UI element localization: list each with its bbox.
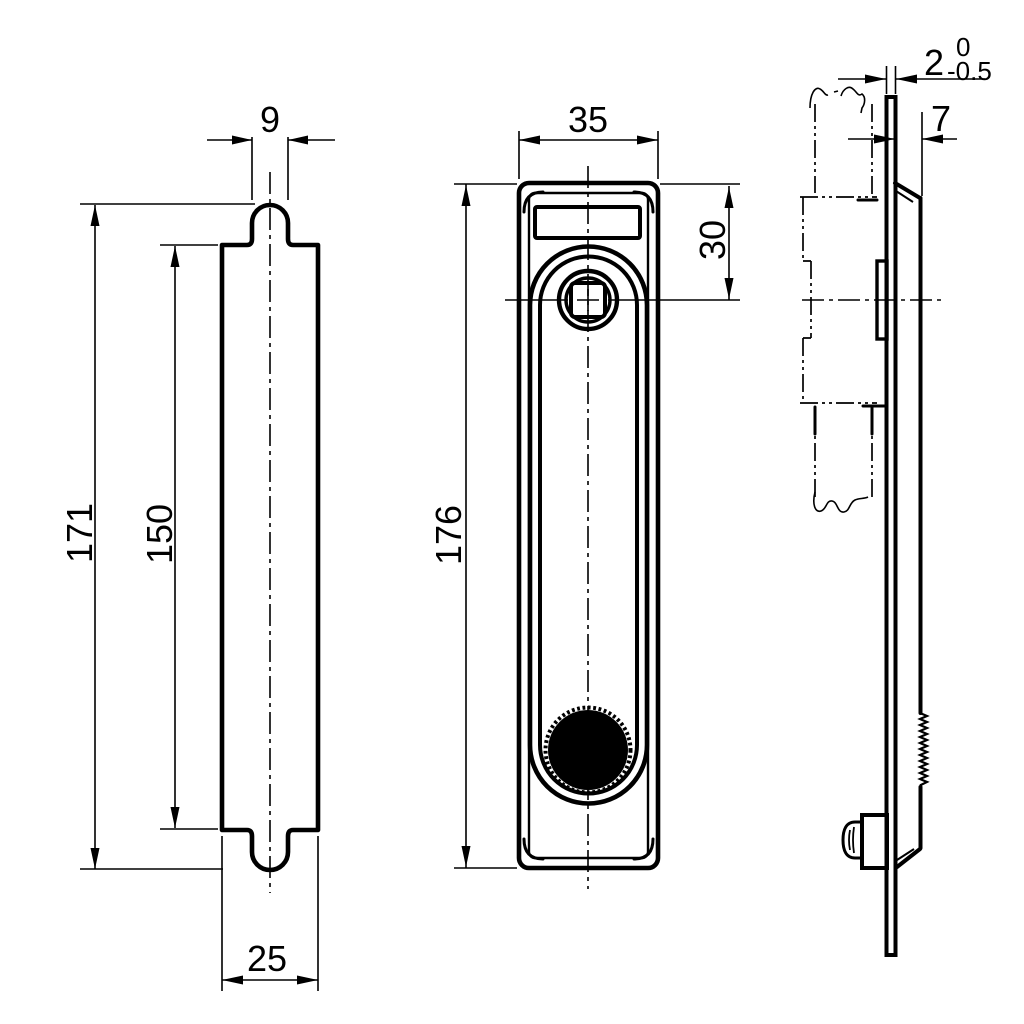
dim-171-label: 171	[59, 503, 100, 563]
dim-25-arrowheads	[222, 975, 318, 985]
faceplate-corner-bezels	[522, 190, 655, 861]
dim-176-lines	[454, 183, 517, 869]
clamp-screw-head-detail	[848, 826, 855, 854]
door-break-line-bottom	[813, 491, 869, 513]
locking-bar-side	[884, 95, 898, 957]
dim-171-lines	[80, 203, 255, 870]
dim-faceplate-width: 35	[518, 99, 659, 179]
spindle-boss-outer	[556, 268, 620, 332]
knurled-knob-serration	[543, 705, 633, 795]
square-hole-center-cross	[577, 289, 599, 311]
dim-faceplate-length: 176	[428, 183, 517, 869]
dim-spindle-offset: 30	[660, 183, 740, 300]
knurled-knob	[548, 710, 628, 790]
spindle-bushing	[875, 259, 889, 341]
dim-35-lines	[518, 131, 659, 179]
bar-profile-outline	[219, 202, 321, 873]
door-break-line-top	[809, 86, 866, 114]
dim-2-lines	[838, 66, 985, 94]
dim-tongue-width: 9	[207, 99, 335, 200]
dim-bar-width: 25	[221, 836, 319, 991]
dim-housing-depth: 7	[848, 98, 957, 196]
square-spindle-hole	[569, 281, 607, 319]
dim-9-lines	[207, 137, 335, 200]
faceplate-housing-side	[893, 181, 930, 869]
clamp-screw-head	[841, 820, 864, 860]
dim-9-arrowheads	[232, 135, 308, 145]
dim-35-label: 35	[568, 99, 608, 140]
dim-body-length: 150	[139, 244, 218, 830]
clamp-bracket	[860, 813, 889, 870]
dim-150-lines	[160, 244, 218, 830]
dim-2-label: 2	[924, 42, 944, 83]
dim-30-label: 30	[692, 220, 733, 260]
left-view-locking-bar: 9 171 150 25	[59, 99, 335, 991]
slot-inner-outline	[538, 254, 639, 796]
dim-bar-thickness: 2 0 -0.5	[838, 32, 992, 94]
knob-knurl-side-profile	[917, 711, 930, 787]
housing-top-chamfer	[893, 181, 922, 200]
dim-7-label: 7	[931, 98, 951, 139]
clamp-screw-assembly	[841, 813, 889, 870]
slot-outer-outline	[527, 244, 650, 806]
dim-9-label: 9	[260, 99, 280, 140]
housing-top-chamfer-inner	[895, 190, 914, 203]
door-panel-phantom	[800, 86, 889, 513]
dim-150-label: 150	[139, 504, 180, 564]
door-phantom-lines	[800, 104, 877, 497]
dim-25-label: 25	[247, 938, 287, 979]
housing-bottom-chamfer-inner	[896, 848, 915, 861]
dim-2-arrowheads	[865, 74, 917, 84]
faceplate-outer-outline	[516, 180, 661, 871]
dim-2-tol-lower: -0.5	[947, 56, 992, 86]
dim-7-arrowheads	[874, 134, 943, 144]
dim-overall-length: 171	[59, 203, 255, 870]
door-cutout-edges	[813, 198, 889, 436]
dim-2-tol-upper: 0	[956, 32, 970, 62]
side-view-assembly: 2 0 -0.5 7	[800, 32, 992, 957]
front-view-faceplate: 35 176 30	[428, 99, 740, 889]
dim-176-label: 176	[428, 505, 469, 565]
housing-bottom-chamfer	[895, 847, 922, 869]
label-window	[533, 205, 642, 240]
spindle-boss-inner	[564, 276, 612, 324]
